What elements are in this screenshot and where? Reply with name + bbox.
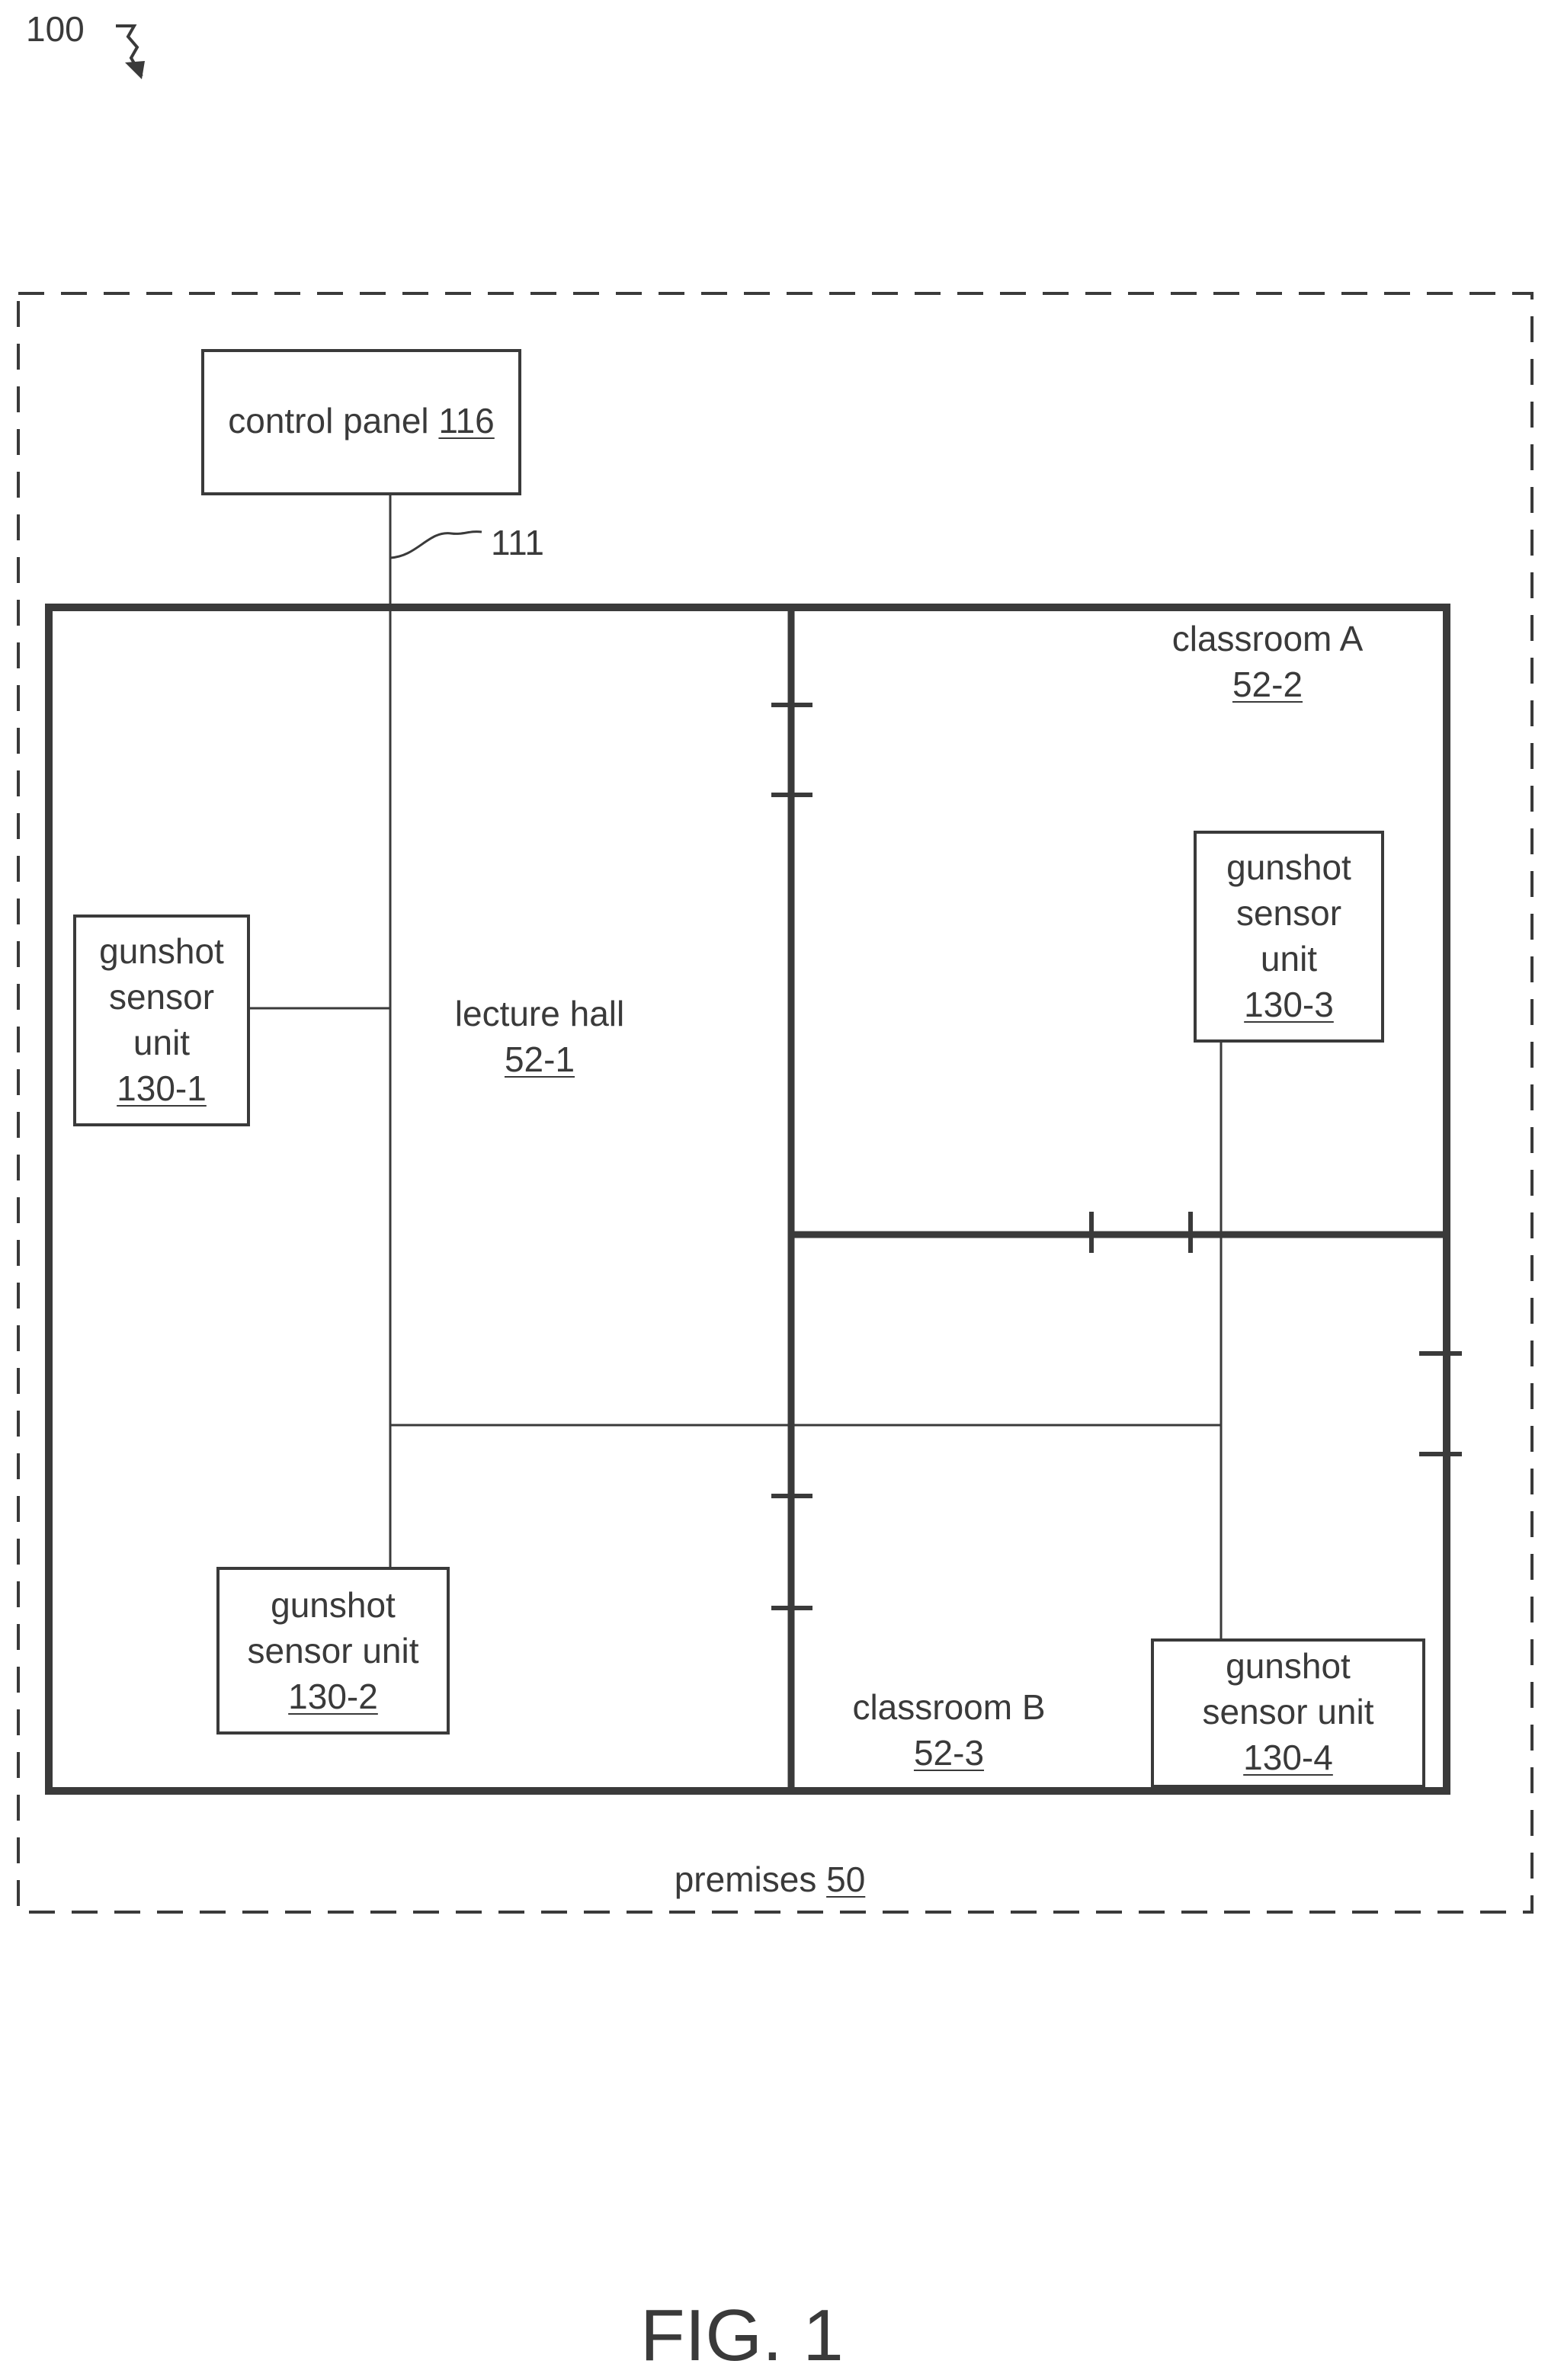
- sensor-130-3: gunshot sensor unit 130-3: [1195, 844, 1383, 1027]
- room-classroom-a: classroom A 52-2: [1149, 616, 1386, 707]
- sensor-130-2-line2: sensor unit: [218, 1628, 448, 1674]
- classroom-a-ref: 52-2: [1232, 665, 1303, 704]
- sensor-130-2-line1: gunshot: [218, 1582, 448, 1628]
- control-panel-label: control panel: [228, 401, 428, 440]
- premises-text: premises: [675, 1859, 817, 1899]
- lecture-hall-ref: 52-1: [505, 1039, 575, 1079]
- sensor-130-3-ref: 130-3: [1244, 985, 1334, 1024]
- classroom-b-label: classroom B: [831, 1684, 1067, 1730]
- sensor-130-4-line1: gunshot: [1152, 1643, 1424, 1689]
- sensor-130-4-ref: 130-4: [1243, 1738, 1333, 1777]
- control-panel: control panel 116: [203, 398, 520, 444]
- figure-ref-100: 100: [26, 6, 85, 52]
- sensor-130-1-line2: sensor: [75, 974, 248, 1020]
- sensor-130-2-ref: 130-2: [288, 1677, 378, 1716]
- premises-label: premises 50: [625, 1856, 915, 1902]
- premises-ref: 50: [826, 1859, 865, 1899]
- sensor-130-3-line2: sensor: [1195, 890, 1383, 936]
- sensor-130-1-line1: gunshot: [75, 928, 248, 974]
- bus-ref-111: 111: [491, 520, 544, 565]
- sensor-130-3-line3: unit: [1195, 936, 1383, 982]
- room-classroom-b: classroom B 52-3: [831, 1684, 1067, 1776]
- classroom-b-ref: 52-3: [914, 1733, 984, 1773]
- sensor-130-4-line2: sensor unit: [1152, 1689, 1424, 1735]
- sensor-130-1: gunshot sensor unit 130-1: [75, 928, 248, 1111]
- sensor-130-1-ref: 130-1: [117, 1068, 207, 1108]
- classroom-a-label: classroom A: [1149, 616, 1386, 661]
- figure-caption: FIG. 1: [640, 2294, 844, 2378]
- lecture-hall-label: lecture hall: [433, 991, 646, 1036]
- room-lecture-hall: lecture hall 52-1: [433, 991, 646, 1082]
- control-panel-ref: 116: [438, 401, 494, 440]
- sensor-130-4: gunshot sensor unit 130-4: [1152, 1643, 1424, 1780]
- sensor-130-3-line1: gunshot: [1195, 844, 1383, 890]
- ref-111-leader: [390, 532, 482, 558]
- sensor-130-2: gunshot sensor unit 130-2: [218, 1582, 448, 1719]
- sensor-130-1-line3: unit: [75, 1020, 248, 1065]
- ref-100-arrowhead: [125, 61, 145, 79]
- bus-111-wiring: [248, 494, 1221, 1640]
